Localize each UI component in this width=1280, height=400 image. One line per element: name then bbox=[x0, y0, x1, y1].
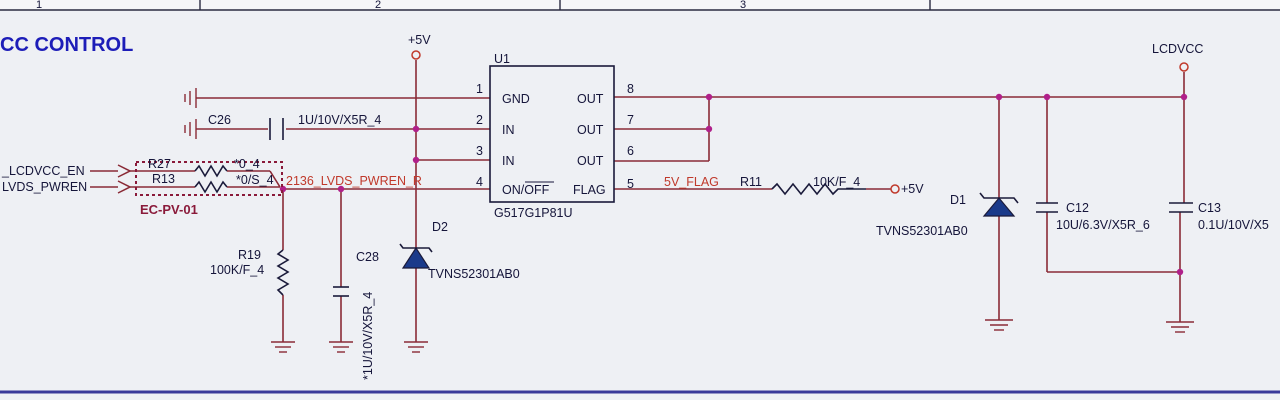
power-port-icon bbox=[411, 50, 421, 60]
u1-pin-name-gnd: GND bbox=[502, 92, 530, 106]
u1-pin-8: 8 bbox=[627, 82, 634, 96]
net-label-lvds-pwren: LVDS_PWREN bbox=[2, 180, 87, 194]
u1-pin-name-flag: FLAG bbox=[573, 183, 606, 197]
net-label-lcdvcc-en: _LCDVCC_EN bbox=[1, 164, 85, 178]
net-label-lcdvcc: LCDVCC bbox=[1152, 42, 1203, 56]
d2-value: TVNS52301AB0 bbox=[428, 267, 520, 281]
power-port-icon bbox=[1179, 62, 1189, 72]
u1-pin-name-in1: IN bbox=[502, 123, 515, 137]
net-label-lvds-pwren-r: 2136_LVDS_PWREN_R bbox=[286, 174, 422, 188]
power-port-icon bbox=[890, 184, 900, 194]
capacitor-c28: C28 *1U/10V/X5R_4 bbox=[333, 250, 379, 380]
r27-ref: R27 bbox=[148, 157, 171, 171]
option-block-outline bbox=[135, 161, 283, 196]
r27-value: *0_4 bbox=[234, 157, 260, 171]
d1-ref: D1 bbox=[950, 193, 966, 207]
u1-pin-name-out2: OUT bbox=[577, 123, 604, 137]
r11-value: 10K/F_4 bbox=[813, 175, 860, 189]
c28-value: *1U/10V/X5R_4 bbox=[361, 292, 375, 380]
u1-pin-5: 5 bbox=[627, 177, 634, 191]
input-arrow-icon bbox=[117, 164, 132, 178]
c26-ref: C26 bbox=[208, 113, 231, 127]
resistor-r27-icon bbox=[194, 164, 228, 178]
capacitor-c13: C13 0.1U/10V/X5 bbox=[1169, 201, 1269, 232]
power-lcdvcc: LCDVCC bbox=[1152, 42, 1203, 72]
section-title: CC CONTROL bbox=[0, 34, 133, 56]
u1-pin-3: 3 bbox=[476, 144, 483, 158]
net-label-5v-r11: +5V bbox=[901, 182, 924, 196]
resistor-r19: R19 100K/F_4 bbox=[210, 248, 290, 296]
resistor-r11-icon bbox=[771, 182, 866, 196]
ground-icon bbox=[1166, 321, 1194, 333]
ground-icon bbox=[404, 341, 428, 353]
resistor-r19-icon bbox=[276, 249, 290, 296]
flag-pullup: 5V_FLAG R11 10K/F_4 +5V bbox=[664, 175, 924, 196]
c12-ref: C12 bbox=[1066, 201, 1089, 215]
net-label-5v-top: +5V bbox=[408, 33, 431, 47]
u1-pin-name-out3: OUT bbox=[577, 154, 604, 168]
c28-ref: C28 bbox=[356, 250, 379, 264]
ground-icon bbox=[271, 341, 295, 353]
u1-pin-4: 4 bbox=[476, 175, 483, 189]
tvs-diode-d2-icon bbox=[401, 246, 431, 269]
power-5v-top: +5V bbox=[408, 33, 431, 60]
u1-pin-name-out1: OUT bbox=[577, 92, 604, 106]
zone-3-label: 3 bbox=[740, 0, 746, 11]
u1-pin-1: 1 bbox=[476, 82, 483, 96]
r19-ref: R19 bbox=[238, 248, 261, 262]
net-label-5v-flag: 5V_FLAG bbox=[664, 175, 719, 189]
c13-ref: C13 bbox=[1198, 201, 1221, 215]
resistor-r13-icon bbox=[194, 180, 228, 194]
input-arrow-icon bbox=[117, 180, 132, 194]
tvs-diode-d1-icon bbox=[982, 197, 1016, 217]
ground-symbols bbox=[271, 319, 1194, 353]
ic-u1: U1 G517G1P81U 1 2 3 4 8 7 6 5 GND IN IN … bbox=[476, 52, 634, 220]
r19-value: 100K/F_4 bbox=[210, 263, 264, 277]
u1-part: G517G1P81U bbox=[494, 206, 573, 220]
capacitor-c12: C12 10U/6.3V/X5R_6 bbox=[1036, 201, 1150, 232]
u1-pin-7: 7 bbox=[627, 113, 634, 127]
zone-2-label: 2 bbox=[375, 0, 381, 11]
u1-ref: U1 bbox=[494, 52, 510, 66]
u1-pin-6: 6 bbox=[627, 144, 634, 158]
chassis-ground-left bbox=[184, 88, 197, 139]
d2-ref: D2 bbox=[432, 220, 448, 234]
diode-d1: D1 TVNS52301AB0 bbox=[876, 192, 1019, 238]
zone-1-label: 1 bbox=[36, 0, 42, 11]
r13-value: *0/S_4 bbox=[236, 173, 274, 187]
c13-value: 0.1U/10V/X5 bbox=[1198, 218, 1269, 232]
junction-dots bbox=[279, 93, 1188, 276]
d1-value: TVNS52301AB0 bbox=[876, 224, 968, 238]
diode-d2: D2 TVNS52301AB0 bbox=[399, 220, 520, 281]
capacitor-c26: C26 1U/10V/X5R_4 bbox=[208, 113, 381, 140]
option-block-ec-pv-01: _LCDVCC_EN LVDS_PWREN R27 *0_4 R13 *0/S_… bbox=[1, 157, 283, 217]
c12-value: 10U/6.3V/X5R_6 bbox=[1056, 218, 1150, 232]
ground-icon bbox=[985, 319, 1013, 331]
u1-pin-2: 2 bbox=[476, 113, 483, 127]
wires bbox=[90, 60, 1185, 342]
c26-value: 1U/10V/X5R_4 bbox=[298, 113, 381, 127]
ground-icon bbox=[329, 341, 353, 353]
r11-ref: R11 bbox=[740, 175, 762, 189]
option-block-label: EC-PV-01 bbox=[140, 202, 198, 217]
u1-pin-name-on-off: ON/OFF bbox=[502, 183, 550, 197]
u1-pin-name-in2: IN bbox=[502, 154, 515, 168]
r13-ref: R13 bbox=[152, 172, 175, 186]
